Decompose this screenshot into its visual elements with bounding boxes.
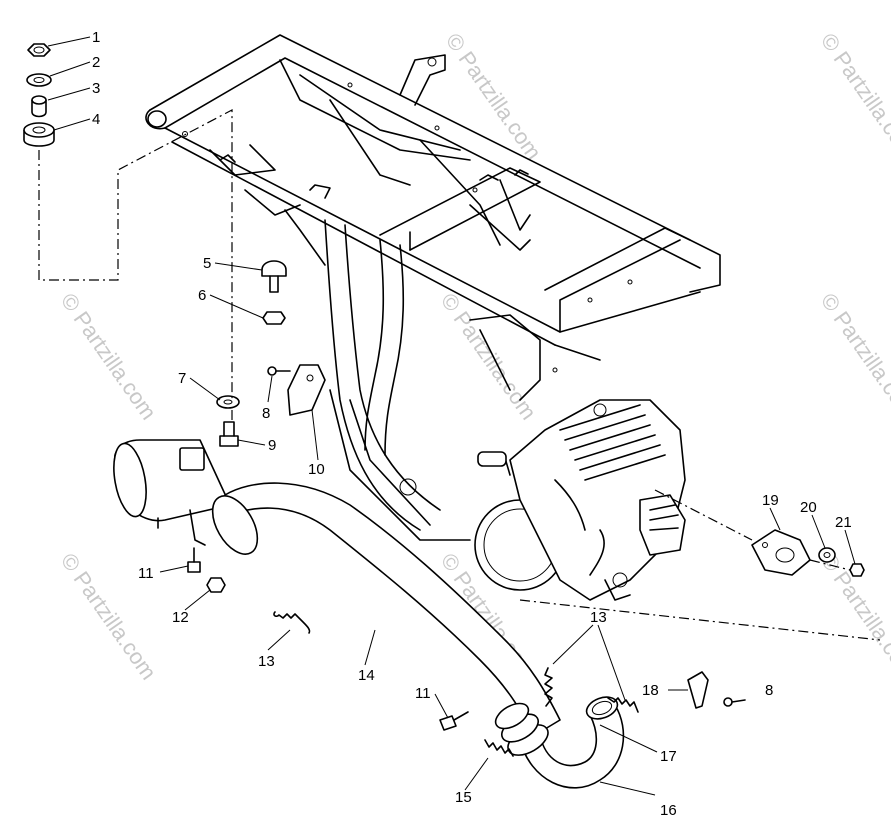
callout-19: 19	[762, 492, 779, 509]
engine	[474, 399, 686, 601]
callout-21: 21	[835, 514, 852, 531]
callout-10: 10	[308, 461, 325, 478]
callout-2: 2	[92, 54, 100, 71]
callout-12: 12	[172, 609, 189, 626]
callout-16: 16	[660, 802, 677, 819]
callout-7: 7	[178, 370, 186, 387]
watermark: © Partzilla.com	[816, 289, 891, 425]
callout-13: 13	[258, 653, 275, 670]
callout-20: 20	[800, 499, 817, 516]
callout-4: 4	[92, 111, 100, 128]
callout-6: 6	[198, 287, 206, 304]
hardware	[23, 43, 865, 757]
callout-14: 14	[358, 667, 375, 684]
callout-1: 1	[92, 29, 100, 46]
callout-18: 18	[642, 682, 659, 699]
callout-5: 5	[203, 255, 211, 272]
watermark: © Partzilla.com	[441, 29, 547, 165]
muffler	[113, 439, 231, 546]
callout-8: 8	[765, 682, 773, 699]
assembly-lines	[38, 109, 881, 641]
callout-15: 15	[455, 789, 472, 806]
callouts: 1 2 3 4 5 6 7 8 9 10 11 12 13 14 11 15 1…	[92, 29, 852, 819]
callout-3: 3	[92, 80, 100, 97]
watermark: © Partzilla.com	[436, 289, 542, 425]
head-pipe	[211, 482, 625, 789]
watermark: © Partzilla.com	[816, 29, 891, 165]
watermark-layer: © Partzilla.com © Partzilla.com © Partzi…	[56, 29, 891, 685]
callout-11: 11	[138, 565, 154, 582]
callout-11: 11	[415, 685, 431, 702]
callout-17: 17	[660, 748, 677, 765]
callout-8: 8	[262, 405, 270, 422]
leader-lines	[47, 36, 856, 796]
callout-13: 13	[590, 609, 607, 626]
callout-9: 9	[268, 437, 276, 454]
frame	[145, 34, 721, 541]
watermark: © Partzilla.com	[56, 289, 162, 425]
